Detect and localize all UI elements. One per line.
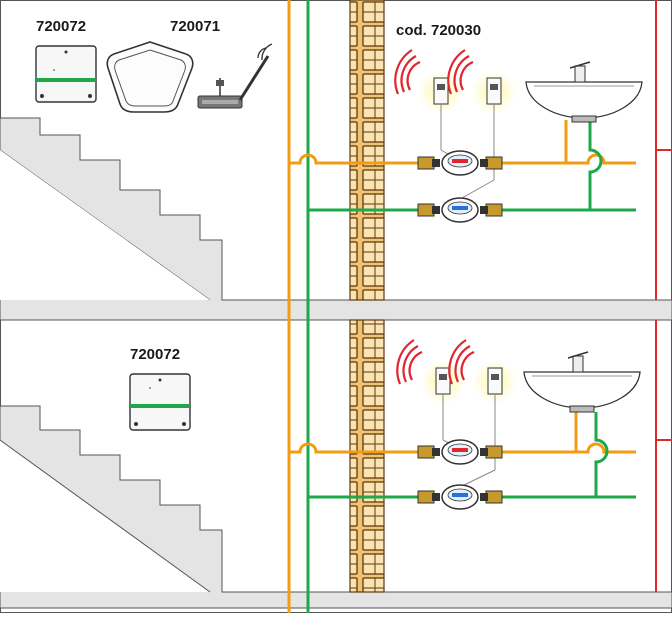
gateway-antenna-icon <box>197 43 273 109</box>
bottom-cold-pipe <box>308 412 636 499</box>
bottom-receiver-icon <box>129 373 191 431</box>
bottom-washbasin-icon <box>523 351 641 413</box>
top-receiver-code-label: 720072 <box>36 18 87 35</box>
bottom-receiver-code-label: 720072 <box>130 346 181 363</box>
bottom-cold-water-meter-icon <box>417 484 503 510</box>
top-staircase <box>0 117 672 321</box>
top-brick-wall <box>349 0 385 301</box>
top-receiver-icon <box>35 45 97 103</box>
bottom-radio-module-right-icon <box>448 339 517 404</box>
top-radio-module-right-icon <box>447 49 516 114</box>
module-code-label: cod. 720030 <box>396 22 482 39</box>
top-washbasin-icon <box>525 61 643 123</box>
bottom-brick-wall <box>349 319 385 593</box>
top-radio-module-left-icon <box>394 49 463 114</box>
top-hot-water-meter-icon <box>417 150 503 176</box>
top-hot-pipe <box>289 120 636 165</box>
bottom-hot-pipe <box>289 412 636 454</box>
top-cold-pipe <box>308 120 636 212</box>
repeater-code-label: 720071 <box>170 18 221 35</box>
top-cold-water-meter-icon <box>417 197 503 223</box>
bottom-staircase <box>0 405 672 609</box>
bottom-hot-water-meter-icon <box>417 439 503 465</box>
repeater-icon <box>106 41 194 113</box>
